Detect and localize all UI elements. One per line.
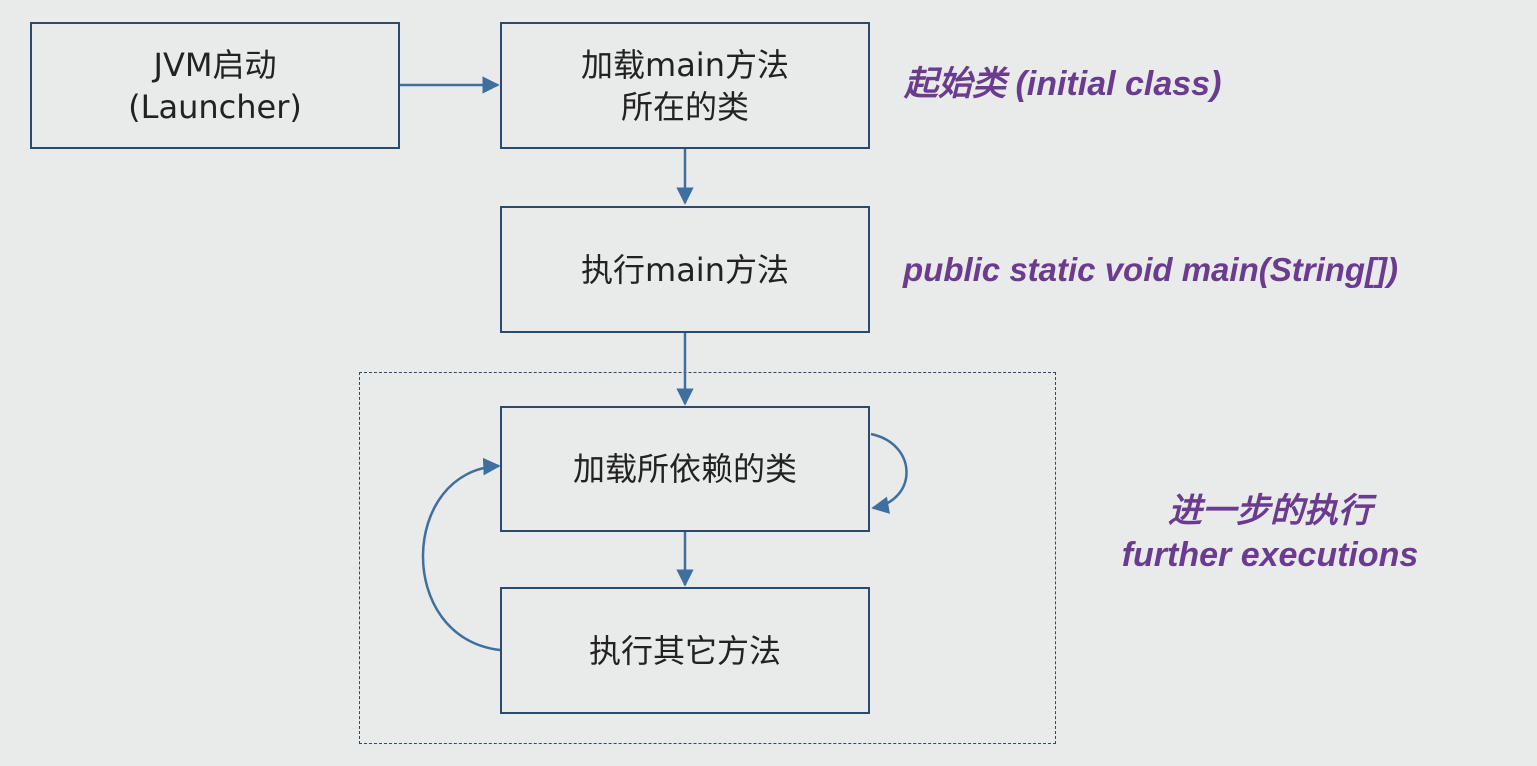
note-further-executions: 进一步的执行 further executions xyxy=(1100,489,1440,577)
box-exec-other-label: 执行其它方法 xyxy=(588,631,781,670)
note-initial-class: 起始类 (initial class) xyxy=(904,65,1222,103)
box-load-main-class: 加载main方法 所在的类 xyxy=(500,22,870,149)
box-load-dependencies-label: 加载所依赖的类 xyxy=(572,450,797,488)
note-further-en: further executions xyxy=(1121,536,1419,574)
box-load-dependencies: 加载所依赖的类 xyxy=(500,406,870,532)
loop-back-exec-other-to-load-deps xyxy=(421,457,501,652)
box-jvm-start: JVM启动 (Launcher) xyxy=(30,22,400,149)
box-load-main-class-line2: 所在的类 xyxy=(620,87,749,126)
box-exec-main: 执行main方法 xyxy=(500,206,870,333)
box-jvm-start-line2: (Launcher) xyxy=(128,87,302,126)
box-exec-other: 执行其它方法 xyxy=(500,587,870,714)
note-further-cn: 进一步的执行 xyxy=(1168,492,1372,530)
further-execution-group xyxy=(359,372,1056,744)
box-load-main-class-line1: 加载main方法 xyxy=(581,45,789,84)
self-loop-load-deps xyxy=(870,432,908,514)
note-main-signature: public static void main(String[]) xyxy=(903,251,1399,288)
box-jvm-start-line1: JVM启动 xyxy=(153,45,277,84)
box-exec-main-label: 执行main方法 xyxy=(581,250,789,289)
